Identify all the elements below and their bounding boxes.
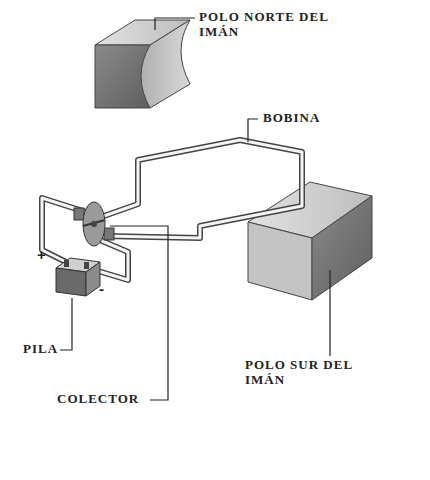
battery-wires [42,198,128,280]
part-label: PILA [22,342,59,357]
leader-line [155,18,195,30]
brush [74,208,84,220]
commutator-ring [83,202,105,246]
brush [104,228,114,240]
leader-line [60,298,72,350]
part-label: POLO SUR DEL IMÁN [244,358,386,388]
part-label: COLECTOR [56,392,140,407]
magnet-pole-face [248,222,312,300]
south-magnet [248,182,372,300]
coil-wire-outline [104,140,302,238]
leader-lines [60,18,330,400]
terminal [64,260,69,267]
wire-outline [42,198,86,262]
leader-line [110,226,168,400]
battery-front [56,268,86,296]
battery [56,258,100,296]
magnet-side [312,196,372,300]
leader-line [329,270,330,356]
polarity-sign: + [36,246,48,263]
commutator-axle [91,221,97,227]
coil [104,140,302,238]
part-label: POLO NORTE DEL IMÁN [198,10,350,40]
north-magnet [95,20,190,108]
polarity-sign: - [98,280,106,297]
magnet-pole-face [141,20,190,108]
coil-wire [104,140,302,238]
wire [42,198,86,262]
leader-line [248,119,258,142]
part-label: BOBINA [262,111,321,126]
commutator [74,202,114,246]
commutator-gap [83,220,105,226]
terminal [84,262,89,269]
